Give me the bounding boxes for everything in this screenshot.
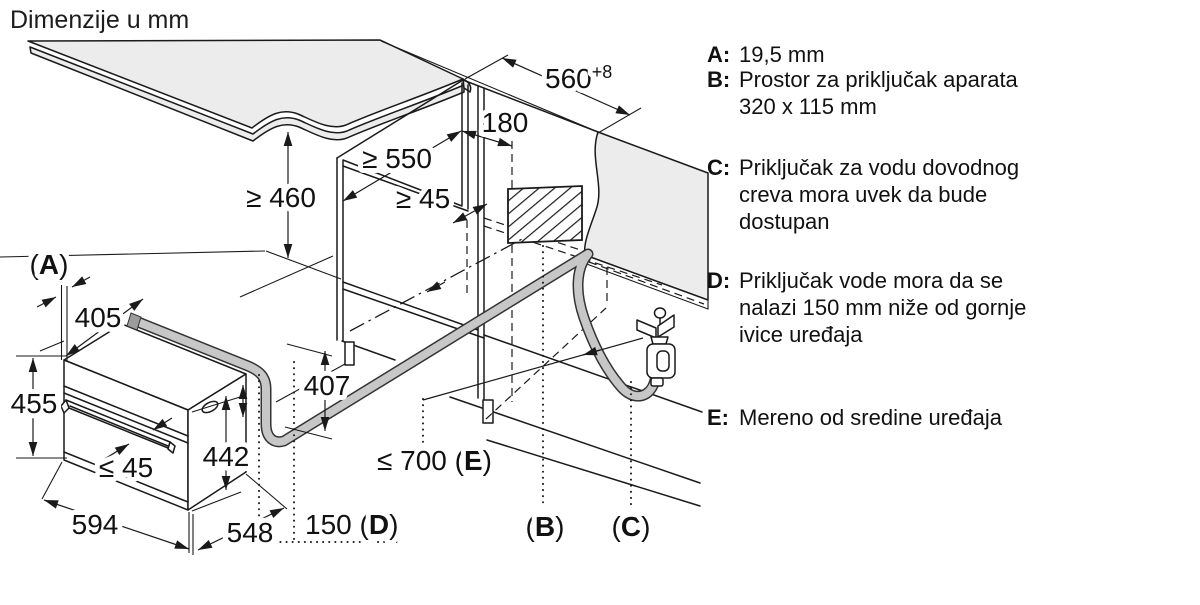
legend-item-E: E: Mereno od sredine uređaja [707,404,1127,431]
legend-key-E: E: [707,405,729,430]
legend-key-D: D: [707,268,731,293]
oven-door [63,385,189,503]
room-lines [0,40,599,352]
legend-item-A: A: 19,5 mm [707,41,1127,68]
dim-700 [422,337,644,401]
dim-label-45-niche: ≥ 45 [396,183,450,214]
dim-label-180: 180 [482,107,529,138]
dim-45-niche [452,203,488,224]
legend-key-B: B: [707,67,731,92]
dim-560 [464,54,642,134]
legend-text: dostupan [739,209,830,234]
dim-594 [41,461,194,555]
countertop-surface [27,39,464,129]
legend-text: Priključak vode mora da se [739,268,1004,293]
dim-405 [65,298,144,357]
dim-label-405: 405 [75,302,122,333]
legend-text: ivice uređaja [739,322,863,347]
dim-label-150-D: 150 (D) [305,509,398,540]
legend-item-C: C: Priključak za vodu dovodnog creva mor… [707,154,1127,235]
legend-text: creva mora uvek da bude [739,182,988,207]
page-title: Dimenzije u mm [10,6,190,34]
cabinet-leg [344,341,355,366]
legend-key-A: A: [707,42,731,67]
ref-label-C: (C) [612,511,651,542]
dim-455 [16,355,67,459]
dim-label-700-E: ≤ 700 (E) [377,445,492,476]
legend-item-B: B: Prostor za priključak aparata 320 x 1… [707,66,1127,120]
countertop-edge-band [29,46,465,142]
dim-550 [342,130,462,202]
legend-text: Mereno od sredine uređaja [739,405,1002,430]
dim-label-407: 407 [304,370,351,401]
reference-dotted-lines [255,245,632,543]
dim-label-560: 560+8 [545,62,612,94]
dim-548 [197,473,288,551]
legend-item-D: D: Priključak vode mora da se nalazi 150… [707,267,1127,348]
dim-460 [265,132,342,280]
dim-442 [191,396,242,512]
oven-handle [60,399,176,454]
oven-side-grip-icon [201,400,219,414]
legend-text: 320 x 115 mm [739,94,877,119]
dim-407 [284,343,333,440]
water-tap-icon [636,307,676,387]
dim-label-594: 594 [72,509,119,540]
dim-label-45-handle: ≤ 45 [99,452,153,483]
legend-text: nalazi 150 mm niže od gornje [739,295,1027,320]
cabinet-foot [482,399,494,424]
dim-label-548: 548 [227,517,274,548]
dim-label-550: ≥ 550 [362,143,432,174]
dim-180 [461,130,513,147]
ref-label-B: (B) [526,511,565,542]
legend-text: 19,5 mm [739,42,825,67]
countertop [27,39,472,142]
dim-label-455: 455 [11,388,58,419]
appliance-center-axis [349,237,525,332]
dim-45-handle [97,417,173,464]
legend-key-C: C: [707,155,731,180]
dim-label-442: 442 [203,441,250,472]
legend-text: Prostor za priključak aparata [739,67,1018,92]
dimension-lines [16,54,644,555]
side-panel [583,131,709,310]
dimension-labels: 560+8 180 ≥ 550 ≥ 45 ≥ 460 405 455 ≤ 45 … [6,57,656,553]
dim-label-460: ≥ 460 [246,182,316,213]
ref-label-A: (A) [30,249,69,280]
connection-zone-hatched [507,185,583,244]
legend-text: Priključak za vodu dovodnog [739,155,1020,180]
dim-A-gap [36,276,91,362]
